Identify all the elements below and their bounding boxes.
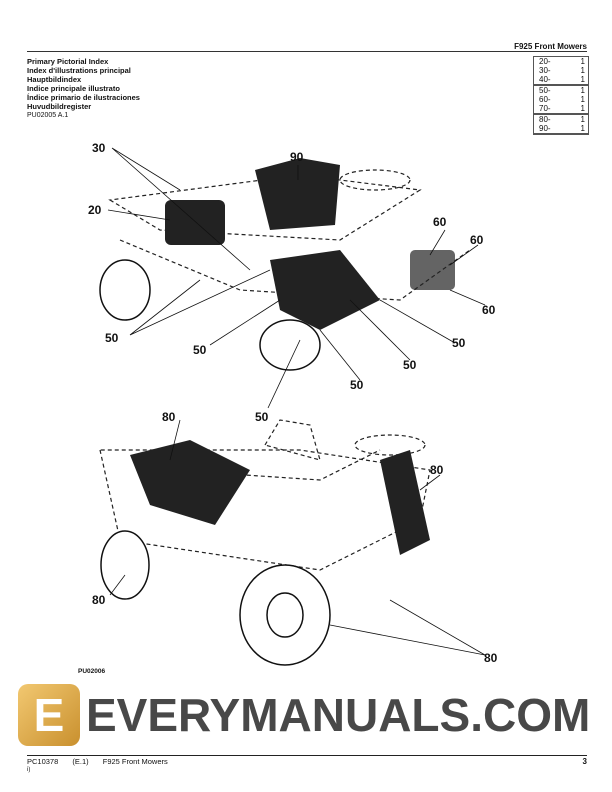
- transaxle: [270, 250, 380, 330]
- watermark-text: EVERYMANUALS.COM: [86, 689, 591, 741]
- index-row: 50- 1: [534, 86, 588, 95]
- lower-seat-outline: [264, 419, 321, 461]
- callout-20: 20: [88, 203, 102, 217]
- steering-wheel-outline: [339, 169, 411, 191]
- callout-60: 60: [433, 215, 447, 229]
- title-it: Indice principale illustrato: [27, 84, 120, 93]
- footer-sub: i): [27, 767, 31, 773]
- index-group: 80- 1 90- 1: [534, 114, 588, 134]
- watermark: E EVERYMANUALS.COM: [18, 684, 590, 746]
- rear-hood: [130, 440, 250, 525]
- index-group: 20- 1 30- 1 40- 1: [534, 57, 588, 85]
- section-number: 60-: [539, 95, 551, 104]
- section-number: 80-: [539, 115, 551, 124]
- section-index-table: 20- 1 30- 1 40- 1 50- 1 60- 1 70- 1 80- 1 90- 1: [533, 56, 589, 135]
- edition: (E.1): [72, 757, 89, 766]
- callout-60: 60: [470, 233, 484, 247]
- steering-linkage: [410, 250, 455, 290]
- callout-50: 50: [255, 410, 269, 424]
- doc-number: PC10378: [27, 757, 59, 766]
- index-row: 90- 1: [534, 124, 588, 134]
- title-fr: Index d'illustrations principal: [27, 66, 131, 75]
- index-row: 20- 1: [534, 57, 588, 66]
- figure-id: PU02006: [78, 668, 106, 675]
- title-en: Primary Pictorial Index: [27, 57, 109, 66]
- title-sv: Huvudbildregister: [27, 102, 92, 111]
- callout-50: 50: [452, 336, 466, 350]
- section-number: 40-: [539, 75, 551, 84]
- front-wheel-upper: [259, 319, 321, 371]
- footer-title: F925 Front Mowers: [102, 757, 168, 766]
- callout-50: 50: [350, 378, 364, 392]
- callout-80: 80: [92, 593, 106, 607]
- front-hub-lower: [266, 592, 304, 638]
- page-ref: 1: [580, 86, 585, 95]
- section-number: 90-: [539, 124, 551, 133]
- engine: [165, 200, 225, 245]
- lower-steering-wheel-outline: [354, 434, 426, 456]
- watermark-logo: E: [18, 684, 80, 746]
- page-ref: 1: [580, 104, 585, 113]
- callout-50: 50: [193, 343, 207, 357]
- page-ref: 1: [580, 124, 585, 133]
- rear-wheel-lower: [100, 530, 150, 600]
- page-ref: 1: [580, 75, 585, 84]
- index-row: 40- 1: [534, 75, 588, 85]
- page-ref: 1: [580, 115, 585, 124]
- front-panel: [380, 450, 430, 555]
- callout-80: 80: [484, 651, 498, 665]
- leader-lines: [107, 147, 486, 656]
- callout-80: 80: [162, 410, 176, 424]
- figure-reference: PU02005 A.1: [27, 112, 69, 119]
- index-row: 70- 1: [534, 104, 588, 114]
- page-number: 3: [582, 757, 587, 766]
- callout-50: 50: [105, 331, 119, 345]
- section-number: 50-: [539, 86, 551, 95]
- top-rule: [27, 51, 587, 52]
- title-es: Índice primario de ilustraciones: [27, 93, 140, 102]
- callout-60: 60: [482, 303, 496, 317]
- page-ref: 1: [580, 66, 585, 75]
- rear-wheel-upper: [99, 259, 151, 321]
- title-de: Hauptbildindex: [27, 75, 82, 84]
- callout-50: 50: [403, 358, 417, 372]
- callout-90: 90: [290, 150, 304, 164]
- footer: PC10378 (E.1) F925 Front Mowers: [27, 757, 180, 766]
- index-row: 60- 1: [534, 95, 588, 104]
- bottom-rule: [27, 755, 587, 756]
- index-row: 30- 1: [534, 66, 588, 75]
- callout-30: 30: [92, 141, 106, 155]
- section-number: 70-: [539, 104, 551, 113]
- page-ref: 1: [580, 95, 585, 104]
- callout-80: 80: [430, 463, 444, 477]
- index-titles: Primary Pictorial Index Index d'illustra…: [27, 57, 140, 111]
- section-number: 30-: [539, 66, 551, 75]
- document-title: F925 Front Mowers: [514, 42, 587, 51]
- index-row: 80- 1: [534, 115, 588, 124]
- page-ref: 1: [580, 57, 585, 66]
- index-group: 50- 1 60- 1 70- 1: [534, 85, 588, 114]
- section-number: 20-: [539, 57, 551, 66]
- seat: [255, 158, 340, 230]
